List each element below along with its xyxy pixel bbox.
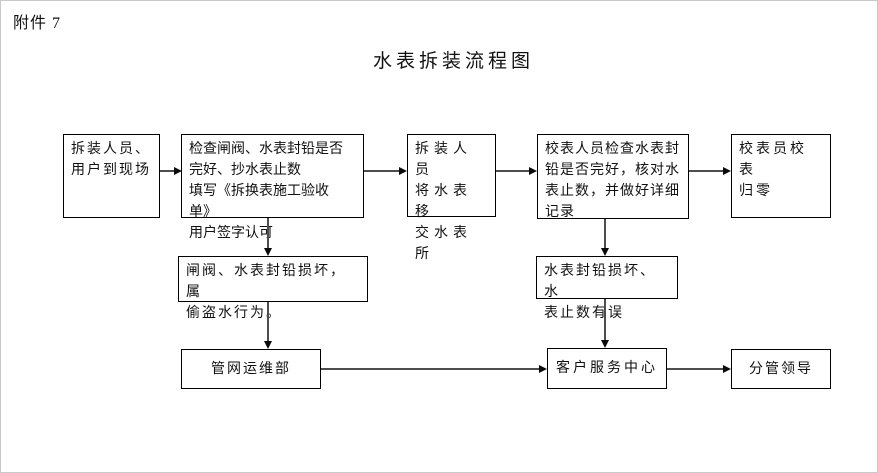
flow-node-transfer: 拆装人员 将水表移 交水表所 [407,134,496,262]
arrow-inspect-to-transfer [364,167,407,175]
flow-node-verify: 校表人员检查水表封 铅是否完好，核对水 表止数，并做好详细 记录 [537,134,689,220]
attachment-label: 附件 7 [13,15,62,32]
flow-node-reset: 校表员校表 归零 [731,134,831,218]
arrow-service-to-leader [667,365,731,373]
flow-node-arrive: 拆装人员、 用户到现场 [63,134,160,218]
arrow-damage-theft-to-pipeline [264,302,272,349]
arrow-transfer-to-verify [496,167,537,175]
flow-node-damage-theft: 闸阀、水表封铅损坏，属 偷盗水行为。 [178,256,368,321]
arrow-verify-to-damage-error [601,219,609,256]
arrow-arrive-to-inspect [160,167,182,175]
flow-node-service-center: 客户服务中心 [547,348,667,389]
arrow-pipeline-to-service [321,365,547,373]
flow-node-inspect: 检查闸阀、水表封铅是否 完好、抄水表止数 填写《拆换表施工验收单》 用户签字认可 [181,134,364,241]
page-title: 水表拆装流程图 [373,51,535,72]
arrow-inspect-to-damage-theft [264,218,272,256]
flow-node-pipeline-dept: 管网运维部 [181,349,321,389]
arrow-damage-error-to-service [601,299,609,348]
flow-node-leader: 分管领导 [731,349,831,389]
flow-node-damage-error: 水表封铅损坏、水 表止数有误 [536,256,678,321]
arrow-verify-to-reset [689,167,731,175]
